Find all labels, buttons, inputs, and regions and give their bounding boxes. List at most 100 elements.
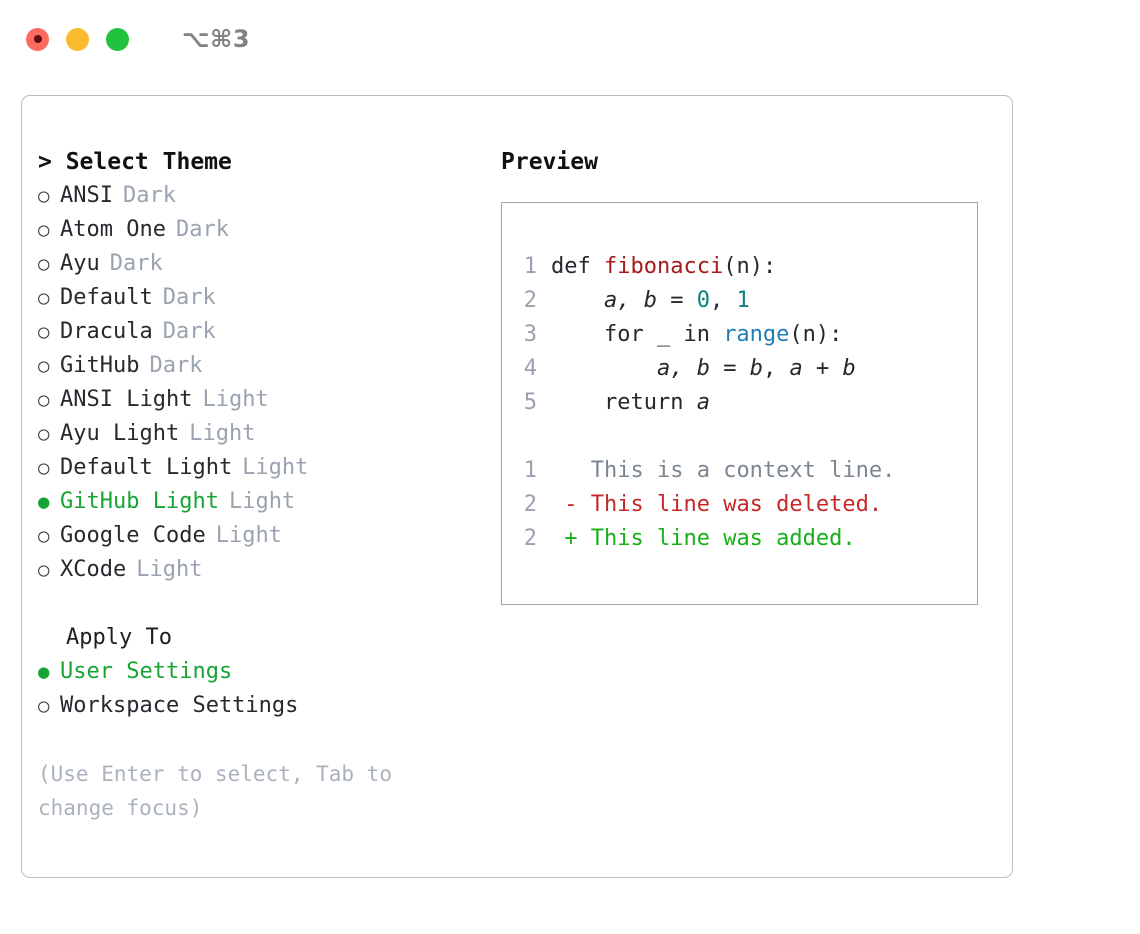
- apply-option-user-settings[interactable]: ●User Settings: [38, 655, 488, 689]
- theme-variant-tag: Dark: [109, 251, 163, 276]
- theme-variant-tag: Light: [136, 557, 203, 582]
- theme-option-github-light[interactable]: ● GitHub Light Light: [38, 485, 488, 519]
- radio-unselected-icon: ○: [38, 389, 50, 411]
- theme-variant-tag: Light: [202, 387, 269, 412]
- theme-option-dracula[interactable]: ○ Dracula Dark: [38, 315, 488, 349]
- line-number: 3: [523, 322, 537, 347]
- code-token: (n):: [723, 254, 777, 279]
- theme-option-label: ANSI: [60, 183, 113, 208]
- code-token: (n):: [789, 322, 843, 347]
- diff-sample: 1 This is a context line.2 - This line w…: [523, 454, 896, 556]
- minimize-button-icon[interactable]: [66, 27, 89, 51]
- code-token: a: [789, 356, 803, 381]
- radio-selected-icon: ●: [38, 491, 50, 513]
- line-number: 5: [523, 390, 537, 415]
- code-token: ,: [709, 288, 737, 313]
- diff-line-deleted: 2 - This line was deleted.: [523, 488, 895, 522]
- theme-variant-tag: Light: [228, 489, 296, 514]
- code-token: 0: [696, 288, 710, 313]
- theme-option-label: GitHub Light: [60, 489, 219, 514]
- theme-variant-tag: Dark: [162, 319, 216, 344]
- theme-variant-tag: Light: [242, 455, 309, 480]
- radio-unselected-icon: ○: [38, 185, 50, 207]
- theme-variant-tag: Dark: [175, 217, 229, 242]
- code-token: fibonacci: [603, 254, 724, 279]
- diff-line-context: 1 This is a context line.: [523, 454, 896, 488]
- theme-option-ansi-light[interactable]: ○ ANSI Light Light: [38, 383, 488, 417]
- line-number: 4: [523, 356, 537, 381]
- apply-to-list: ●User Settings○Workspace Settings: [38, 655, 488, 723]
- theme-option-label: Google Code: [60, 523, 206, 548]
- code-token: 1: [736, 288, 750, 313]
- zoom-button-icon[interactable]: [106, 27, 129, 51]
- code-token: a: [696, 390, 710, 415]
- theme-variant-tag: Dark: [162, 285, 216, 310]
- diff-marker: +: [551, 526, 578, 551]
- code-line: 4 a, b = b, a + b: [523, 352, 856, 386]
- theme-option-label: Dracula: [60, 319, 153, 344]
- line-number: 2: [523, 492, 537, 517]
- code-token: return: [551, 390, 697, 415]
- diff-text: This line was deleted.: [577, 492, 883, 517]
- apply-option-workspace-settings[interactable]: ○Workspace Settings: [38, 689, 488, 723]
- code-token: a, b: [603, 288, 657, 313]
- theme-variant-tag: Light: [215, 523, 282, 548]
- code-token: def: [551, 254, 604, 279]
- code-token: b: [749, 356, 763, 381]
- code-token: [551, 288, 604, 313]
- code-token: =: [709, 356, 750, 381]
- theme-variant-tag: Dark: [149, 353, 203, 378]
- theme-option-google-code[interactable]: ○ Google Code Light: [38, 519, 488, 553]
- close-button-icon[interactable]: [26, 27, 49, 51]
- theme-option-github[interactable]: ○ GitHub Dark: [38, 349, 488, 383]
- diff-text: This is a context line.: [577, 458, 896, 483]
- radio-selected-icon: ●: [38, 661, 50, 683]
- line-number: 1: [523, 458, 537, 483]
- code-token: range: [723, 322, 790, 347]
- code-line: 3 for _ in range(n):: [523, 318, 856, 352]
- theme-option-label: ANSI Light: [60, 387, 193, 412]
- code-line: 5 return a: [523, 386, 856, 420]
- theme-option-label: Atom One: [60, 217, 166, 242]
- select-theme-header: > Select Theme: [38, 149, 232, 175]
- radio-unselected-icon: ○: [38, 355, 50, 377]
- radio-unselected-icon: ○: [38, 695, 50, 717]
- radio-unselected-icon: ○: [38, 321, 50, 343]
- theme-option-ayu-light[interactable]: ○ Ayu Light Light: [38, 417, 488, 451]
- theme-option-label: XCode: [60, 557, 127, 582]
- line-number: 2: [523, 288, 537, 313]
- apply-to-header: Apply To: [66, 625, 172, 650]
- code-token: a, b: [656, 356, 710, 381]
- theme-option-label: Default Light: [60, 455, 233, 480]
- radio-unselected-icon: ○: [38, 457, 50, 479]
- radio-unselected-icon: ○: [38, 287, 50, 309]
- code-token: b: [842, 356, 856, 381]
- theme-option-atom-one[interactable]: ○ Atom One Dark: [38, 213, 488, 247]
- keyboard-shortcut-label: ⌥⌘3: [182, 25, 251, 53]
- code-token: +: [802, 356, 843, 381]
- theme-variant-tag: Light: [189, 421, 256, 446]
- radio-unselected-icon: ○: [38, 559, 50, 581]
- preview-title: Preview: [501, 149, 598, 175]
- code-token: ,: [762, 356, 790, 381]
- theme-option-xcode[interactable]: ○ XCode Light: [38, 553, 488, 587]
- theme-option-label: Ayu Light: [60, 421, 180, 446]
- code-token: for _ in: [551, 322, 724, 347]
- radio-unselected-icon: ○: [38, 253, 50, 275]
- theme-option-label: GitHub: [60, 353, 140, 378]
- theme-option-default-light[interactable]: ○ Default Light Light: [38, 451, 488, 485]
- radio-unselected-icon: ○: [38, 219, 50, 241]
- title-bar: ⌥⌘3: [0, 0, 1140, 78]
- radio-unselected-icon: ○: [38, 423, 50, 445]
- radio-unselected-icon: ○: [38, 525, 50, 547]
- diff-marker: [551, 458, 578, 483]
